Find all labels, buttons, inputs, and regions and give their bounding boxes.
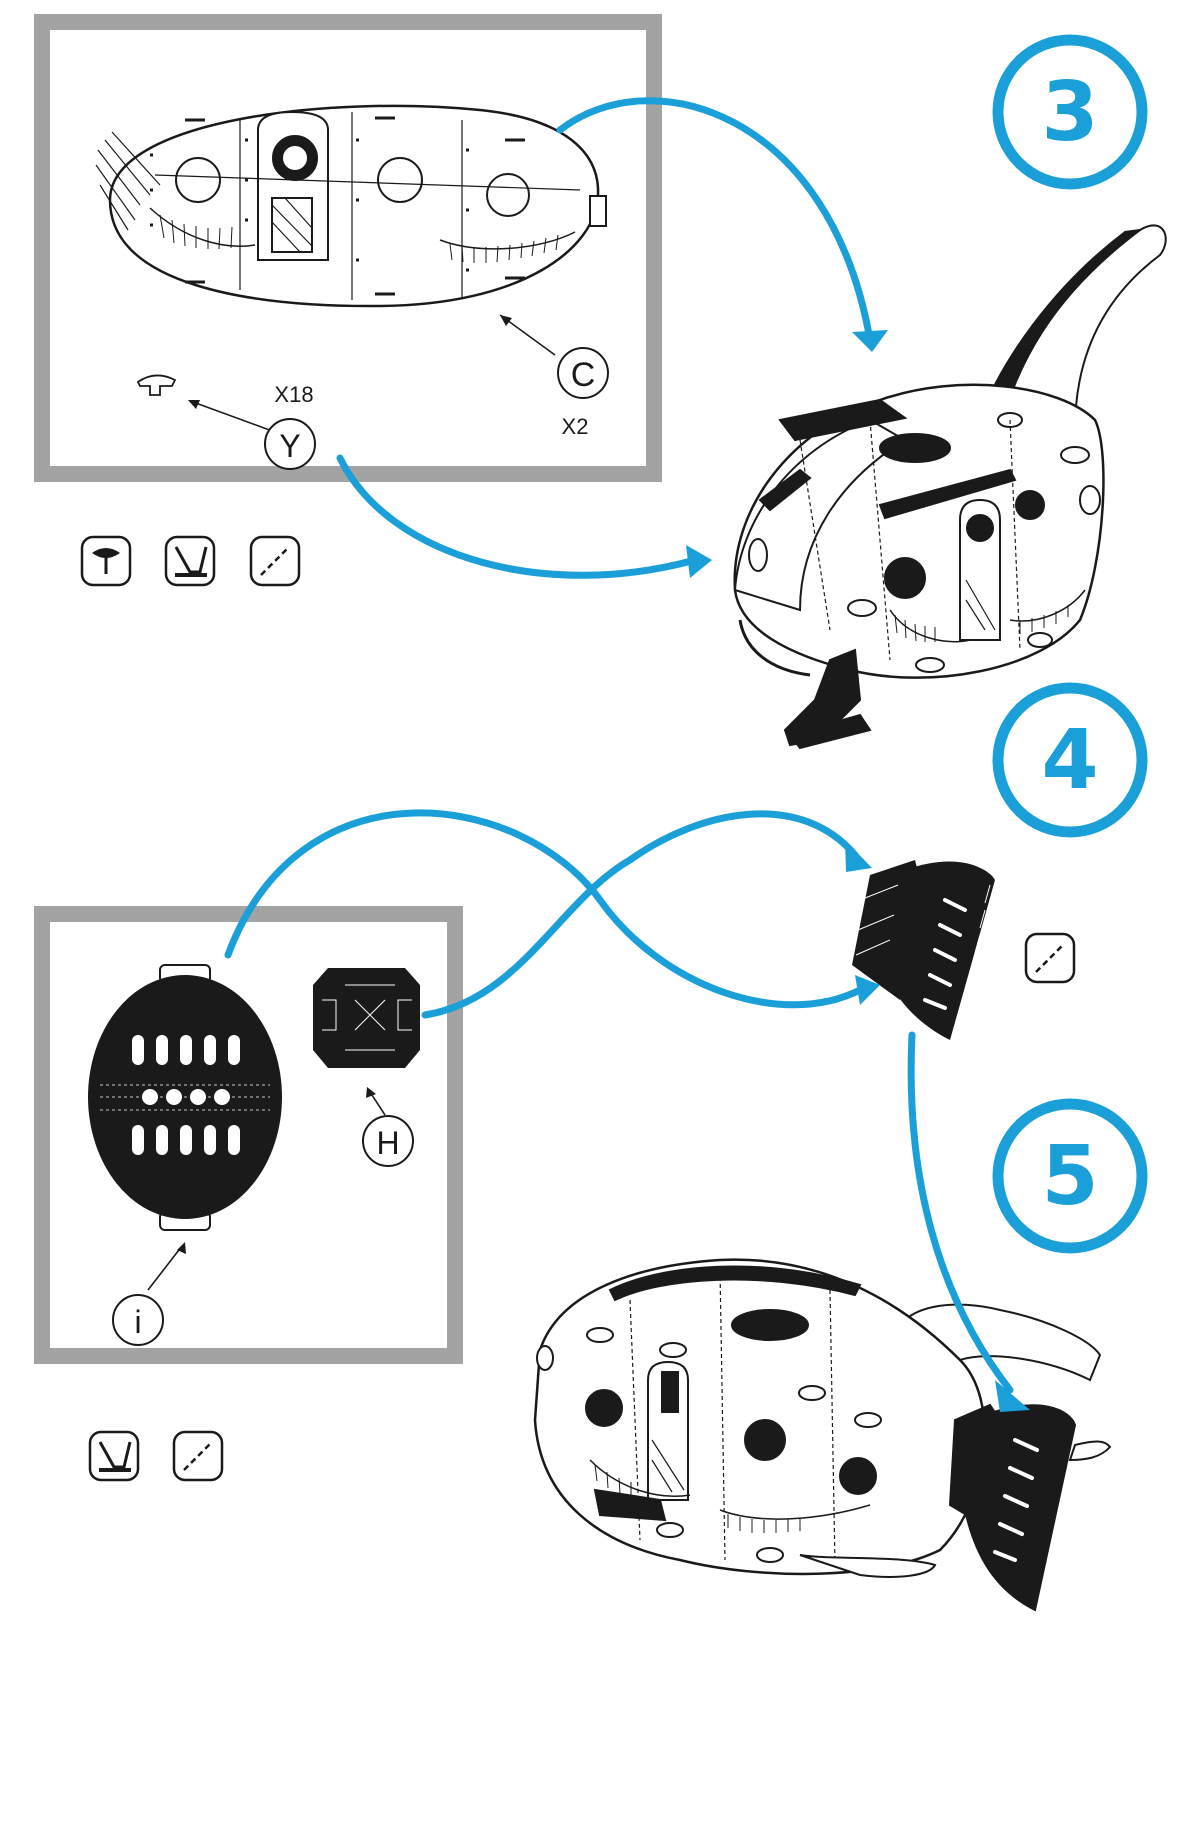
part-h-connector bbox=[313, 968, 420, 1068]
step-4-assembled-tail bbox=[852, 860, 995, 1040]
svg-text:X2: X2 bbox=[562, 414, 589, 439]
step-3-badge: 3 bbox=[998, 40, 1142, 184]
arrowhead bbox=[995, 1380, 1030, 1412]
step-4-badge: 4 bbox=[998, 688, 1142, 832]
svg-text:X18: X18 bbox=[274, 382, 313, 407]
svg-text:Y: Y bbox=[279, 428, 300, 464]
arrowhead bbox=[686, 545, 712, 578]
svg-text:i: i bbox=[134, 1304, 141, 1340]
cut-icon bbox=[174, 1432, 222, 1480]
fold-icon bbox=[166, 537, 214, 585]
svg-text:5: 5 bbox=[1041, 1129, 1098, 1224]
peg-icon bbox=[82, 537, 130, 585]
step-5-final-model bbox=[535, 1260, 1110, 1610]
step-3-assembled-model bbox=[735, 225, 1166, 748]
cut-icon bbox=[1026, 934, 1074, 982]
svg-text:C: C bbox=[571, 356, 596, 394]
fold-icon bbox=[90, 1432, 138, 1480]
svg-text:H: H bbox=[376, 1125, 399, 1161]
arrowhead bbox=[845, 840, 872, 872]
svg-text:4: 4 bbox=[1041, 713, 1098, 808]
step-5-badge: 5 bbox=[998, 1104, 1142, 1248]
svg-text:3: 3 bbox=[1041, 65, 1098, 160]
arrowhead bbox=[852, 330, 888, 352]
cut-icon bbox=[251, 537, 299, 585]
